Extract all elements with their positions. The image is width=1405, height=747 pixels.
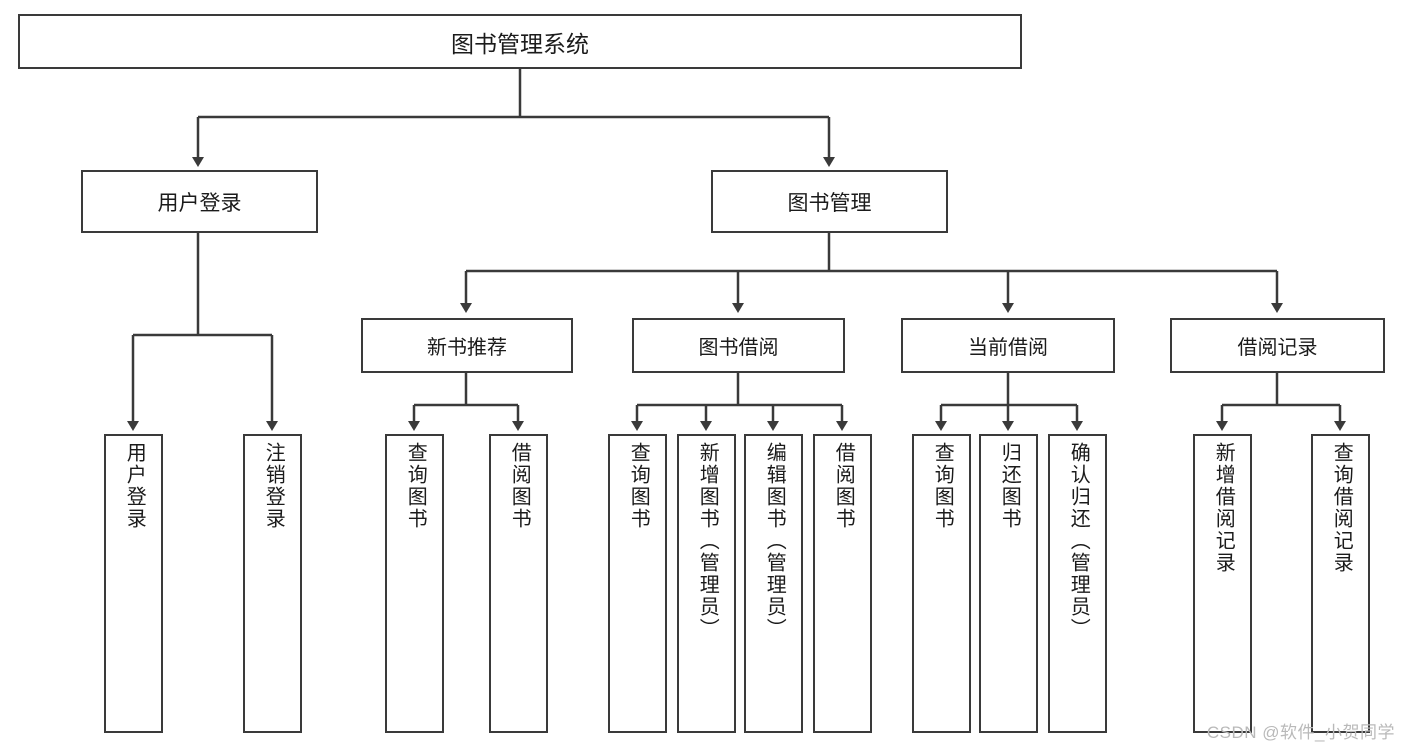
- node-label: 图书借阅: [698, 337, 779, 359]
- node-label: 借阅图书: [832, 442, 855, 530]
- node-book-management[interactable]: 图书管理: [711, 170, 948, 233]
- node-label: 归还图书: [998, 442, 1021, 530]
- leaf-current-borrow-return-book[interactable]: 归还图书: [979, 434, 1038, 733]
- node-label: 图书管理: [787, 191, 872, 215]
- leaf-current-borrow-query-book[interactable]: 查询图书: [912, 434, 971, 733]
- node-label: 确认归还（管理员）: [1067, 442, 1090, 640]
- leaf-user-login-login[interactable]: 用户登录: [104, 434, 163, 733]
- node-label: 新增图书（管理员）: [696, 442, 719, 640]
- node-label: 新书推荐: [427, 337, 507, 359]
- node-label: 借阅记录: [1237, 337, 1318, 359]
- node-current-borrow[interactable]: 当前借阅: [901, 318, 1115, 373]
- node-book-borrow[interactable]: 图书借阅: [632, 318, 845, 373]
- leaf-borrow-record-add-record[interactable]: 新增借阅记录: [1193, 434, 1252, 733]
- node-label: 编辑图书（管理员）: [763, 442, 786, 640]
- leaf-new-book-query-book[interactable]: 查询图书: [385, 434, 444, 733]
- node-new-book-recommend[interactable]: 新书推荐: [361, 318, 573, 373]
- node-label: 借阅图书: [508, 442, 531, 530]
- leaf-book-borrow-add-book-admin[interactable]: 新增图书（管理员）: [677, 434, 736, 733]
- leaf-new-book-borrow-book[interactable]: 借阅图书: [489, 434, 548, 733]
- node-root-book-management-system[interactable]: 图书管理系统: [18, 14, 1022, 69]
- node-label: 查询图书: [931, 442, 954, 530]
- node-label: 用户登录: [157, 191, 242, 215]
- leaf-current-borrow-confirm-return-admin[interactable]: 确认归还（管理员）: [1048, 434, 1107, 733]
- watermark-csdn: CSDN @软件_小贺同学: [1206, 723, 1395, 742]
- node-label: 查询图书: [627, 442, 650, 530]
- node-label: 用户登录: [123, 442, 146, 530]
- leaf-book-borrow-borrow-book[interactable]: 借阅图书: [813, 434, 872, 733]
- node-label: 注销登录: [262, 442, 285, 530]
- leaf-book-borrow-edit-book-admin[interactable]: 编辑图书（管理员）: [744, 434, 803, 733]
- node-label: 查询图书: [404, 442, 427, 530]
- leaf-book-borrow-query-book[interactable]: 查询图书: [608, 434, 667, 733]
- node-label: 新增借阅记录: [1212, 442, 1235, 574]
- node-user-login[interactable]: 用户登录: [81, 170, 318, 233]
- node-label: 当前借阅: [968, 337, 1048, 359]
- node-borrow-record[interactable]: 借阅记录: [1170, 318, 1385, 373]
- leaf-borrow-record-query-record[interactable]: 查询借阅记录: [1311, 434, 1370, 733]
- node-label: 图书管理系统: [451, 30, 589, 57]
- leaf-user-login-logout[interactable]: 注销登录: [243, 434, 302, 733]
- node-label: 查询借阅记录: [1330, 442, 1353, 574]
